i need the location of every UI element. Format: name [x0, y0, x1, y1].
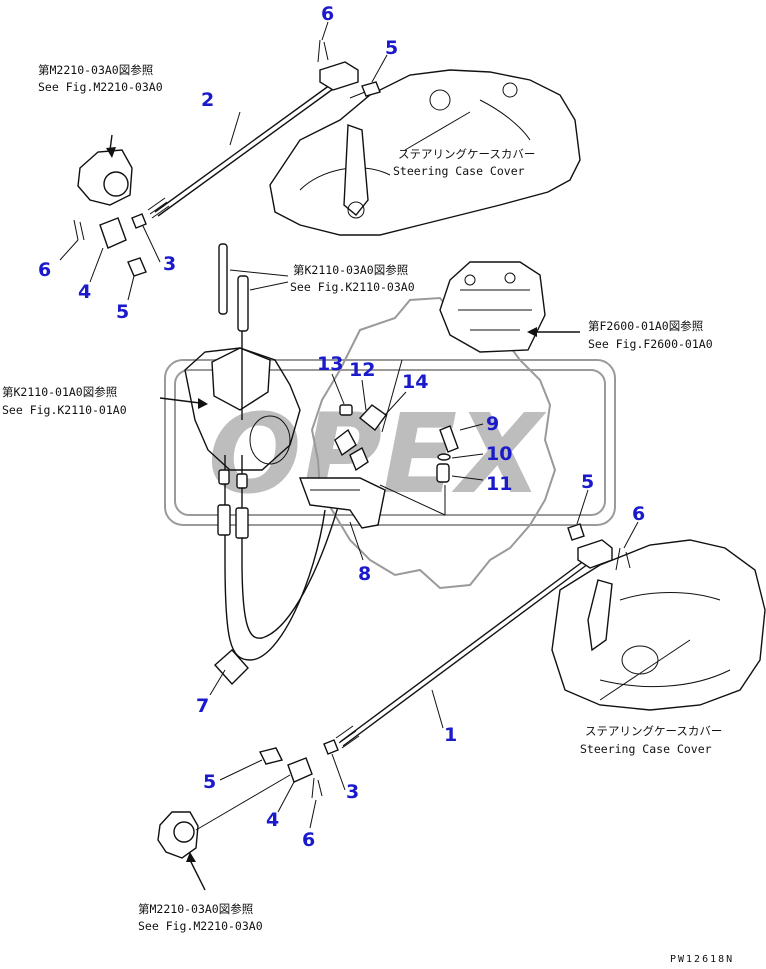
k2110-03-en: See Fig.K2110-03A0: [290, 280, 415, 294]
callout-6-bottom: 6: [302, 829, 315, 851]
cable-ends: [334, 404, 387, 472]
m2210-bot-jp: 第M2210-03A0図参照: [138, 902, 253, 916]
callout-5-left: 5: [116, 301, 129, 323]
arm-bottom-left: [157, 739, 339, 859]
m2210-top-jp: 第M2210-03A0図参照: [38, 63, 153, 77]
m2210-top-en: See Fig.M2210-03A0: [38, 80, 163, 94]
callout-7: 7: [196, 695, 209, 717]
k2110-01-jp: 第K2110-01A0図参照: [2, 385, 117, 399]
callout-13: 13: [317, 353, 343, 375]
m2210-bot-en: See Fig.M2210-03A0: [138, 919, 263, 933]
rod-part-1: [335, 539, 613, 749]
callout-5-top: 5: [385, 37, 398, 59]
f2600-jp: 第F2600-01A0図参照: [588, 319, 703, 333]
callout-3-top: 3: [163, 253, 176, 275]
steer-top-en: Steering Case Cover: [393, 164, 525, 178]
callout-5-bottom: 5: [203, 771, 216, 793]
arm-top-left: [73, 149, 147, 277]
callout-10: 10: [486, 443, 512, 465]
leader-steer-top: [404, 111, 471, 151]
leader-m2210-top: [109, 134, 113, 151]
callout-14: 14: [402, 371, 428, 393]
nut-part-11: [436, 463, 450, 483]
drawing-code: PW12618N: [670, 954, 734, 965]
rod-part-2: [147, 61, 359, 219]
watermark-logo: OPEX: [164, 296, 616, 590]
bolt-part-9: [439, 425, 459, 453]
control-valve: [439, 261, 546, 353]
callout-11: 11: [486, 473, 512, 495]
callout-4-top: 4: [78, 281, 91, 303]
callout-12: 12: [349, 359, 375, 381]
pin-6-right: [615, 547, 631, 571]
k2110-03-jp: 第K2110-03A0図参照: [293, 263, 408, 277]
lever-knobs: [211, 243, 271, 420]
callout-6-right: 6: [632, 503, 645, 525]
callout-leaders: [59, 21, 639, 829]
k2110-01-en: See Fig.K2110-01A0: [2, 403, 127, 417]
washer-part-10: [437, 453, 451, 461]
bolt-5-top: [361, 81, 381, 97]
floor-frame: [184, 347, 301, 471]
cable-part-7: [214, 455, 341, 686]
f2600-en: See Fig.F2600-01A0: [588, 337, 713, 351]
steering-case-cover-bottom: [551, 539, 766, 711]
callout-9: 9: [486, 413, 499, 435]
steer-bot-en: Steering Case Cover: [580, 742, 712, 756]
callout-1: 1: [444, 724, 457, 746]
callout-6-top: 6: [321, 3, 334, 25]
callout-2: 2: [201, 89, 214, 111]
callout-5-right: 5: [581, 471, 594, 493]
callout-8: 8: [358, 563, 371, 585]
callout-3-bottom: 3: [346, 781, 359, 803]
callout-6-left: 6: [38, 259, 51, 281]
steering-case-cover-top: [269, 69, 581, 236]
callout-4-bottom: 4: [266, 809, 279, 831]
pin-6-top: [317, 39, 329, 63]
callout-numbers: 6 5 2 6 4 3 5 13 12 14 9 10 11 5 6 8 7 1…: [38, 3, 645, 851]
steer-bot-jp: ステアリングケースカバー: [585, 724, 722, 738]
bracket-part-8: [298, 477, 386, 529]
steer-top-jp: ステアリングケースカバー: [398, 147, 535, 161]
bolt-5-right: [567, 523, 585, 541]
